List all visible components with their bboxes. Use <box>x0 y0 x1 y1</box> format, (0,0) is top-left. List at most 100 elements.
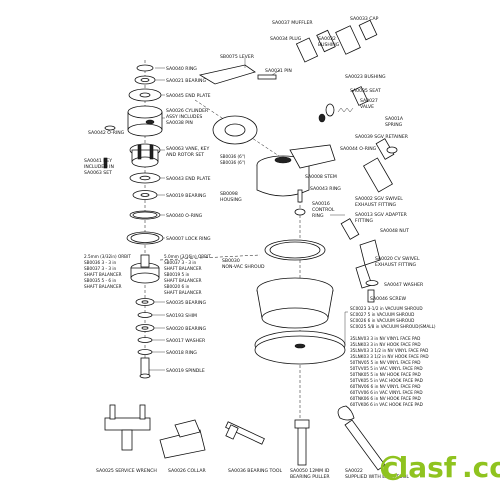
sgv-adapter-fitting <box>340 218 360 240</box>
label-sa0035: SA0035 SEAT <box>350 88 381 94</box>
watermark-text: clasf <box>382 451 457 484</box>
label-sa0019s: SA0019 SPINDLE <box>166 368 205 374</box>
label-sa0026c: SA0038 PIN <box>166 120 193 126</box>
label-pad5: 50TNV05 5 in NV VINYL FACE PAD <box>350 360 421 365</box>
label-bal1a: 2.5mm (3/32in) ORBIT <box>84 254 131 259</box>
label-pad12: 60TVK06 6 in VAC HOOK FACE PAD <box>350 402 423 407</box>
label-sa0041c: SA0063 SET <box>84 170 112 176</box>
seat-valve-spring <box>318 103 354 123</box>
label-sb0030: SB0030 <box>222 258 240 264</box>
label-sa0013b: FITTING <box>355 218 373 224</box>
label-sa0018: SA0018 RING <box>166 350 197 356</box>
ring-sa0040 <box>136 64 154 72</box>
label-sa0063a: SA0063 VANE, KEY <box>166 146 209 152</box>
muffler-chain <box>295 19 378 63</box>
label-exhaust: EXHAUST FITTING <box>355 202 397 208</box>
label-sa0002: SA0002 SGV SWIVEL <box>355 196 403 202</box>
label-sa0020: SA0020 BEARING <box>166 326 206 332</box>
label-sa0043r: SA0043 RING <box>310 186 341 192</box>
label-sa0020b: EXHAUST FITTING <box>375 262 417 268</box>
label-sa0033: SA0033 CAP <box>350 16 379 22</box>
label-sa0063b: AND ROTOR SET <box>166 152 204 158</box>
spindle-sa0019 <box>139 357 151 379</box>
o-ring-sa0044 <box>386 146 398 154</box>
label-bal1b: SB0036 3 - 3 in <box>84 260 117 265</box>
label-pad1: 35LNV03 3 in NV VINYL FACE PAD <box>350 336 420 341</box>
label-pad4: 35LNK03 3 1/2 in NV HOOK FACE PAD <box>350 354 429 359</box>
label-bal1e: SB0035 5 - 6 in <box>84 278 117 283</box>
label-tool5b: SUPPLIED WITH EACH TOOL <box>345 474 409 480</box>
label-tool3: SA0036 BEARING TOOL <box>228 468 283 474</box>
label-tool5a: SA0022 <box>345 468 363 474</box>
label-sa0046: SA0046 SCREW <box>370 296 407 302</box>
part-labels: SA0037 MUFFLER SA0033 CAP SA0032 BUSHING… <box>84 16 436 480</box>
label-sa0041a: SA0041 KEY <box>84 158 112 164</box>
label-sc0025: SC0025 5/8 in VACUUM SHROUD(SMALL) <box>350 324 436 329</box>
label-sb0036a: SB0036 (6") <box>220 154 246 159</box>
label-sa0013: SA0013 SGV ADAPTER <box>355 212 408 218</box>
label-sa0017: SA0017 WASHER <box>166 338 206 344</box>
key-sa0041 <box>103 157 108 169</box>
label-sa0047: SA0047 WASHER <box>384 282 424 288</box>
collar-sa0026 <box>159 419 206 459</box>
label-bal2c: SHAFT BALANCER <box>164 266 202 271</box>
bearing-sa0020 <box>135 324 155 332</box>
label-sa0019: SA0019 BEARING <box>166 193 206 199</box>
screw-sa0046 <box>367 289 375 303</box>
shim-sa0193 <box>137 312 153 318</box>
sgv-swivel-fitting <box>363 138 395 193</box>
label-sa0042: SA0042 O-RING <box>88 130 125 136</box>
label-bushing: BUSHING <box>318 42 340 48</box>
label-pad7: 50TNK05 5 in NV HOOK FACE PAD <box>350 372 421 377</box>
label-sa0007: SA0007 LOCK RING <box>166 236 211 242</box>
label-spring: SPRING <box>385 122 403 128</box>
end-plate-sa0045 <box>128 88 162 102</box>
cylinder-sa0026 <box>127 105 163 137</box>
face-pad <box>254 330 346 365</box>
label-pad3: 35LNV03 3 1/2 in NV VINYL FACE PAD <box>350 348 428 353</box>
label-tool4a: SA0050 12MM ID <box>290 468 330 474</box>
label-sa0031: SA0031 PIN <box>265 68 292 74</box>
label-bal2g: SHAFT BALANCER <box>164 290 202 295</box>
bearing-sa0019 <box>132 190 158 200</box>
washer-sa0017 <box>137 337 153 343</box>
label-sa0035b: SA0035 BEARING <box>166 300 206 306</box>
label-sa0026a: SA0026 CYLINDER <box>166 108 209 114</box>
washer-sa0047 <box>365 280 379 286</box>
vacuum-shroud <box>256 277 334 329</box>
shaft-balancer <box>130 254 160 284</box>
wrench-sa0022 <box>337 405 386 471</box>
label-sa0016c: RING <box>312 213 324 219</box>
ring-sa0018 <box>137 349 153 355</box>
label-sa0020a: SA0020 CV SWIVEL <box>375 256 420 262</box>
label-bal1d: SHAFT BALANCER <box>84 272 122 277</box>
label-sa0016b: CONTROL <box>312 207 335 213</box>
label-sb0098a: SB0098 <box>220 191 238 197</box>
end-plate-sa0043 <box>129 172 161 184</box>
label-bal2a: 5.0mm (3/16in) ORBIT <box>164 254 211 259</box>
label-sc0026: SC0026 6 in VACUUM SHROUD <box>350 318 414 323</box>
label-tool4b: BEARING PULLER <box>290 474 330 480</box>
bearing-tool-sa0036 <box>225 421 265 445</box>
stem-sa0008 <box>297 189 303 203</box>
label-sa0041b: INCLUDED IN <box>84 164 114 170</box>
label-sa0032: SA0032 <box>318 36 336 42</box>
label-pad2: 35LNK03 3 in NV HOOK FACE PAD <box>350 342 421 347</box>
label-sa001a: SA001A <box>385 116 404 122</box>
label-sa0026b: ASSY INCLUDES <box>166 114 202 120</box>
label-sb0036b: SB0036 (6") <box>220 160 246 165</box>
label-sa0021: SA0021 BEARING <box>166 78 206 84</box>
label-sa0043: SA0043 END PLATE <box>166 176 211 182</box>
label-sb0098b: HOUSING <box>220 197 242 203</box>
label-tool1: SA0025 SERVICE WRENCH <box>96 468 157 474</box>
service-wrench-sa0025 <box>104 404 151 451</box>
lever-sb0075 <box>198 64 256 85</box>
label-nonvac: NON-VAC SHROUD <box>222 264 265 270</box>
o-ring-sa0040 <box>129 210 161 220</box>
label-bal1f: SHAFT BALANCER <box>84 284 122 289</box>
label-sa0027: SA0027 <box>360 98 378 104</box>
label-bal2d: SB0019 5 in <box>164 272 190 277</box>
label-pad9: 60TNV06 6 in NV VINYL FACE PAD <box>350 384 421 389</box>
